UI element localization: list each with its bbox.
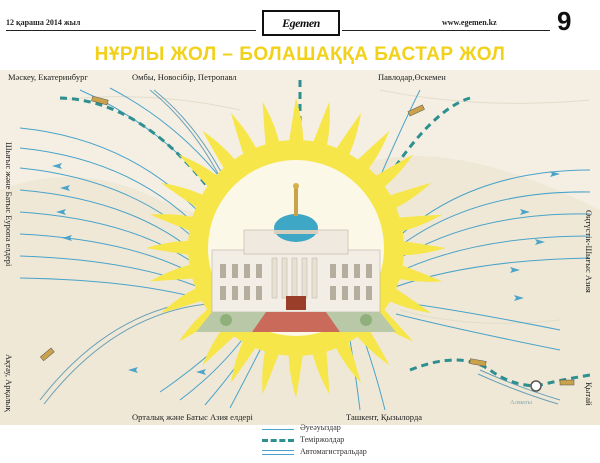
sun-ray [354, 130, 390, 172]
sun-ray [354, 324, 390, 366]
header-rule-left [6, 30, 256, 31]
sun-ray [202, 130, 238, 172]
newspaper-logo: Egemen [262, 10, 340, 36]
label-moscow-ekaterinburg: Мәскеу, Екатеринбург [8, 72, 88, 82]
sun-ray [311, 101, 330, 149]
sun-ray [334, 338, 362, 384]
label-almaty: Алматы [510, 399, 532, 406]
header-rule-right [342, 30, 550, 31]
sun-ray [202, 324, 238, 366]
sun-ray [386, 286, 432, 314]
train-icons [39, 95, 575, 386]
label-omsk-novosibirsk: Омбы, Новосібір, Петропавл [132, 72, 237, 82]
sun-ray [288, 98, 304, 145]
legend-swatch-road [262, 449, 294, 455]
sun-ray [178, 154, 220, 190]
legend-item-air: Әуеәуыздар [262, 421, 382, 433]
legend-label: Теміржолдар [300, 434, 345, 444]
sun-ray [399, 240, 446, 256]
sun-rays [146, 98, 446, 398]
site-url[interactable]: www.egemen.kz [442, 18, 497, 27]
train-icon [407, 104, 425, 117]
sun-ray [262, 101, 281, 149]
car-icon [559, 379, 575, 386]
airplane-icon [62, 235, 72, 241]
sun-ray [372, 154, 414, 190]
train-icon [91, 95, 109, 106]
airplane-icon [535, 239, 545, 245]
sun-ray [160, 182, 206, 210]
legend-swatch-rail [262, 439, 294, 442]
train-icon [469, 358, 487, 367]
label-central-west-asia: Орталық және Батыс Азия елдері [132, 412, 253, 422]
label-tashkent-kyzylorda: Ташкент, Қызылорда [346, 412, 423, 422]
legend-swatch-air [262, 428, 294, 430]
sun-ray [149, 214, 197, 233]
label-aktau-arkalyk: Ақтау, Арқалық [4, 354, 14, 412]
car-icon [39, 347, 55, 362]
akorda-palace-illustration [196, 183, 396, 332]
label-west-east-europe: Шығыс және Батыс Еуропа елдері [4, 142, 14, 267]
page-headline: НҰРЛЫ ЖОЛ – БОЛАШАҚҚА БАСТАР ЖОЛ [94, 44, 506, 65]
sun-ray [311, 347, 330, 395]
infographic-map: Мәскеу, Екатеринбург Омбы, Новосібір, Пе… [0, 70, 600, 425]
map-legend: Әуеәуыздар Теміржолдар Автомагистральдар [262, 421, 382, 457]
airplane-icon [196, 369, 206, 375]
airplane-icon [514, 295, 524, 301]
airplane-icon [550, 171, 560, 177]
airplane-icon [520, 209, 530, 215]
label-pavlodar-oskemen: Павлодар,Өскемен [378, 72, 446, 82]
label-china: Қытай [584, 382, 594, 406]
legend-label: Автомагистральдар [300, 446, 367, 456]
sun-ray [334, 112, 362, 158]
legend-label: Әуеәуыздар [300, 422, 341, 432]
sun-ray [230, 112, 258, 158]
sun-ray [160, 286, 206, 314]
airplane-icons [52, 163, 560, 375]
sun-ray [146, 240, 193, 256]
issue-date: 12 қараша 2014 жыл [6, 18, 81, 27]
airplane-icon [510, 267, 520, 273]
route-map-svg [0, 80, 600, 425]
legend-item-road: Автомагистральдар [262, 445, 382, 457]
airplane-icon [60, 185, 70, 191]
legend-item-rail: Теміржолдар [262, 433, 382, 445]
sun-ray [395, 263, 443, 282]
airplane-icon [56, 209, 66, 215]
sun-ray [149, 263, 197, 282]
airplane-icon [52, 163, 62, 169]
sun-ray [262, 347, 281, 395]
almaty-marker-icon [530, 380, 542, 392]
label-southeast-asia: Оңтүстік-Шығыс Азия [584, 210, 594, 293]
sun-ray [288, 351, 304, 398]
sun-ray [386, 182, 432, 210]
logo-text: Egemen [282, 15, 320, 30]
page-number: 9 [557, 6, 572, 36]
sun-ray [395, 214, 443, 233]
sun-ray [230, 338, 258, 384]
airplane-icon [128, 367, 138, 373]
